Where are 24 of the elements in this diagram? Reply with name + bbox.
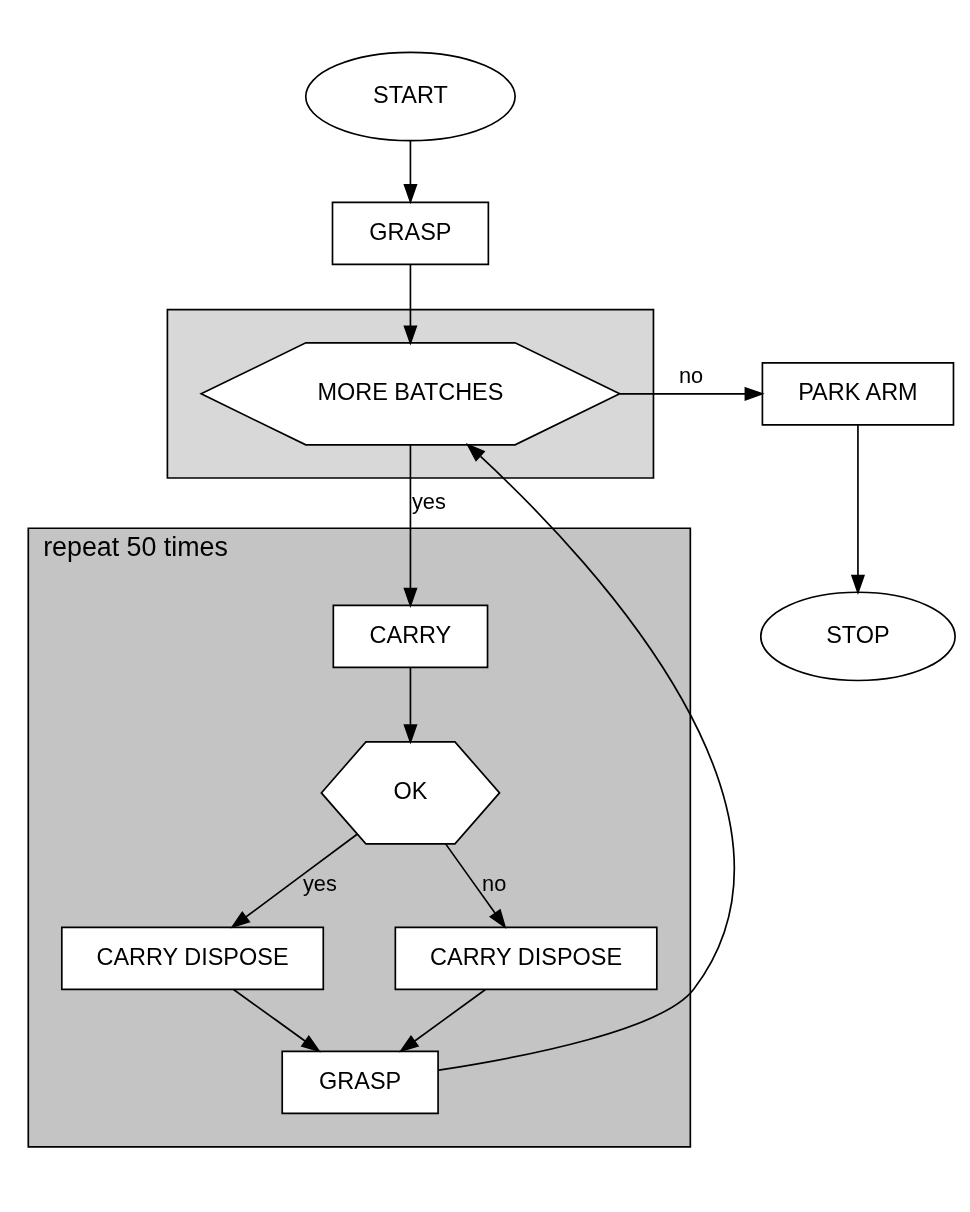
node-box: GRASP bbox=[281, 1050, 439, 1114]
arrow bbox=[850, 424, 865, 595]
cluster bbox=[166, 308, 655, 479]
node-box: CARRY bbox=[332, 604, 489, 668]
node-box: GRASP bbox=[331, 201, 490, 265]
node-ellipse: STOP bbox=[759, 590, 956, 681]
arrow bbox=[403, 666, 418, 744]
arrow bbox=[232, 988, 322, 1053]
arrow bbox=[618, 386, 765, 401]
node-box: CARRY DISPOSE bbox=[60, 926, 325, 990]
node-box: PARK ARM bbox=[761, 361, 955, 426]
arrow bbox=[403, 263, 418, 346]
arrow bbox=[444, 842, 507, 929]
edge-label: yes bbox=[302, 870, 337, 896]
arrow bbox=[403, 139, 418, 204]
arrow bbox=[398, 988, 487, 1053]
edge-label: no bbox=[482, 870, 507, 896]
arrow bbox=[230, 832, 358, 929]
node-ellipse: START bbox=[304, 51, 516, 141]
arrow bbox=[438, 442, 735, 1071]
node-box: CARRY DISPOSE bbox=[394, 926, 658, 990]
arrow bbox=[403, 443, 418, 608]
edge-label: yes bbox=[411, 488, 446, 514]
edge-label: no bbox=[679, 362, 704, 388]
